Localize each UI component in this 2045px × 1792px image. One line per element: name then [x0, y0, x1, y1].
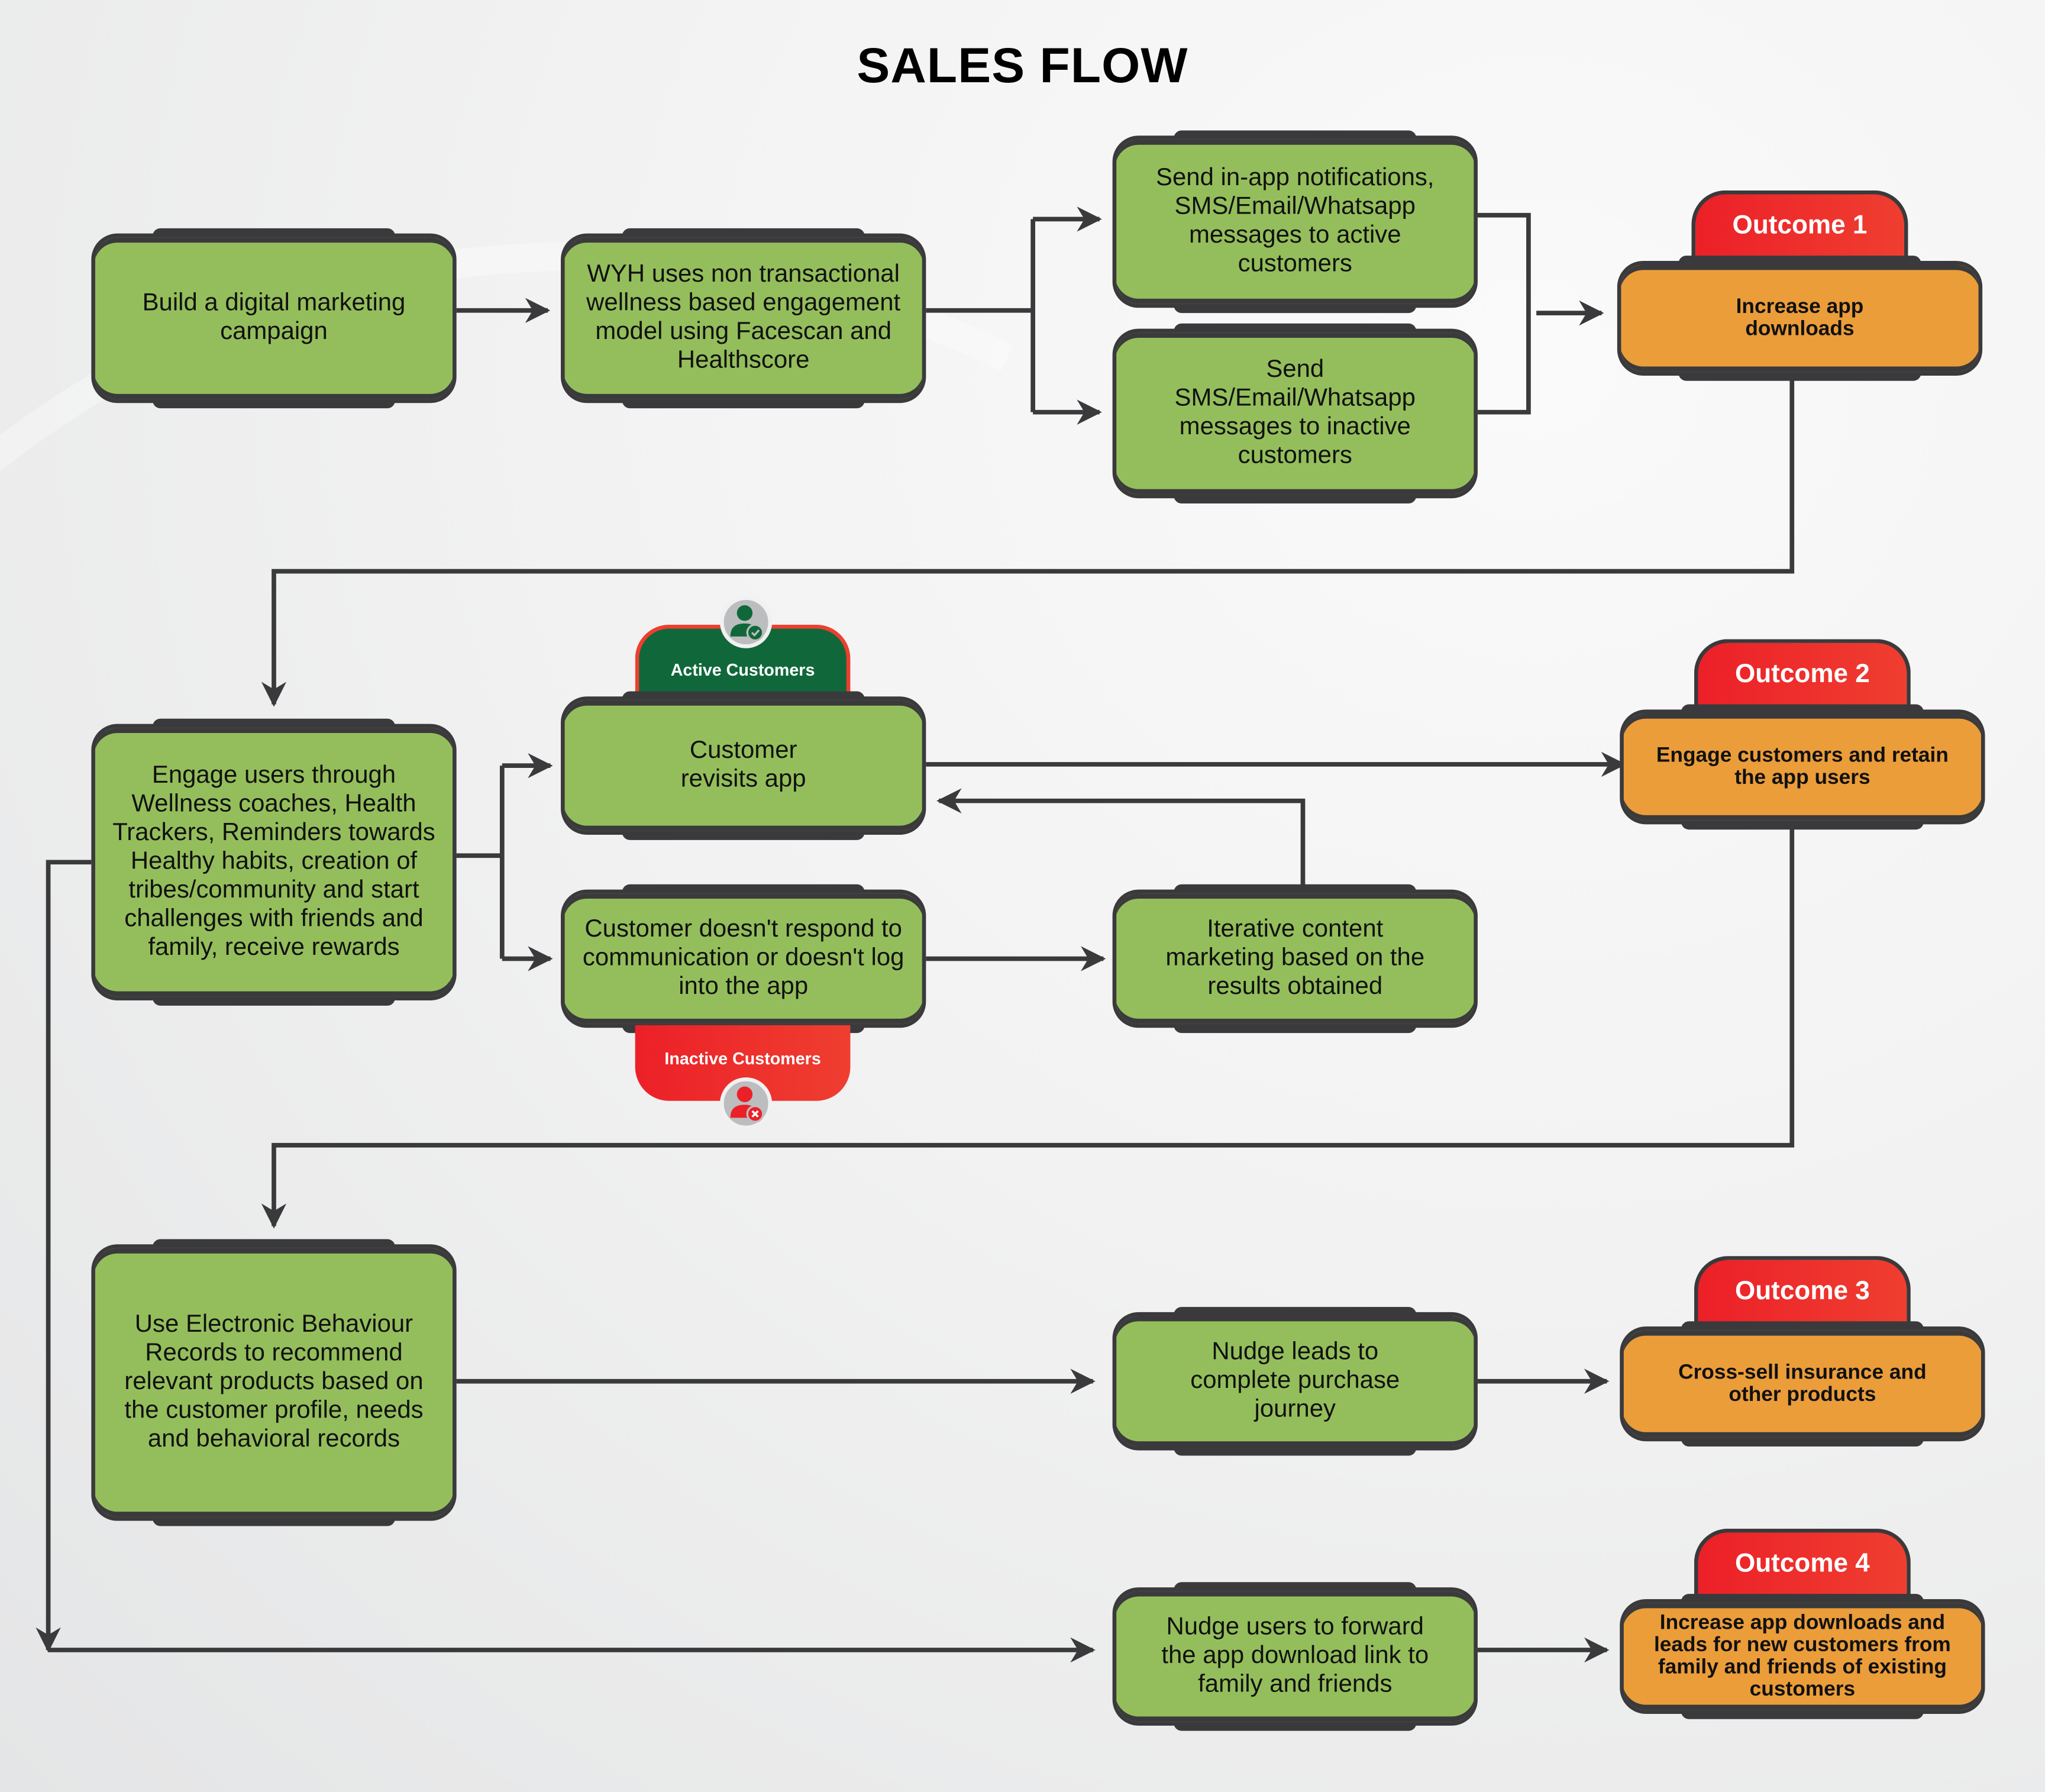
step-iterative-content: Iterative content marketing based on the… — [1112, 884, 1478, 1034]
edge-outcome2-to-ebr — [261, 825, 1795, 1229]
outcome-2-text: Engage customers and retain the app user… — [1656, 744, 1949, 789]
user-check-icon — [730, 605, 764, 642]
inactive-customers-label: Inactive Customers — [664, 1048, 821, 1068]
active-customers-label: Active Customers — [670, 660, 815, 680]
step-build-campaign: Build a digital marketing campaign — [91, 228, 457, 409]
avatar — [719, 596, 773, 648]
step-engage-users: Engage users through Wellness coaches, H… — [91, 718, 457, 1006]
step-text: Engage users through Wellness coaches, H… — [112, 761, 435, 961]
step-customer-revisits: Customer revisits app — [561, 691, 926, 840]
step-notify-active: Send in-app notifications, SMS/Email/Wha… — [1112, 130, 1478, 314]
edge-engage-to-left-rail — [35, 860, 92, 1653]
edge-iterative-to-revisits — [936, 788, 1306, 887]
step-text: Send in-app notifications, SMS/Email/Wha… — [1156, 164, 1435, 278]
outcome-4-box: Increase app downloads and leads for new… — [1620, 1594, 1985, 1719]
outcome-1-label: Outcome 1 — [1732, 211, 1868, 240]
edge-notify-merge — [1477, 212, 1531, 415]
step-text: Build a digital marketing campaign — [142, 289, 406, 346]
outcome-3-label: Outcome 3 — [1734, 1277, 1870, 1306]
outcome-2-box: Engage customers and retain the app user… — [1620, 704, 1985, 830]
step-text: WYH uses non transactional wellness base… — [586, 260, 901, 374]
active-customers-tab: Active Customers — [635, 625, 851, 700]
outcome-3-tab: Outcome 3 — [1694, 1256, 1911, 1332]
outcome-2-label: Outcome 2 — [1734, 660, 1870, 689]
step-text: Send SMS/Email/Whatsapp messages to inac… — [1174, 356, 1416, 470]
step-text: Customer doesn't respond to communicatio… — [582, 915, 904, 1001]
step-notify-inactive: Send SMS/Email/Whatsapp messages to inac… — [1112, 323, 1478, 504]
step-customer-no-response: Customer doesn't respond to communicatio… — [561, 884, 926, 1034]
outcome-4-tab: Outcome 4 — [1694, 1528, 1911, 1604]
step-use-ebr: Use Electronic Behaviour Records to reco… — [91, 1239, 457, 1526]
step-text: Nudge leads to complete purchase journey — [1190, 1338, 1400, 1423]
step-text: Nudge users to forward the app download … — [1161, 1613, 1429, 1699]
outcome-1-text: Increase app downloads — [1736, 296, 1864, 341]
outcome-4-label: Outcome 4 — [1734, 1549, 1870, 1578]
step-wyh-engagement-model: WYH uses non transactional wellness base… — [561, 228, 926, 409]
step-text: Use Electronic Behaviour Records to reco… — [124, 1310, 424, 1454]
user-x-icon — [730, 1086, 764, 1123]
outcome-3-box: Cross-sell insurance and other products — [1620, 1321, 1985, 1447]
avatar — [719, 1077, 773, 1130]
edge-engage-split — [456, 766, 505, 959]
outcome-3-text: Cross-sell insurance and other products — [1678, 1361, 1927, 1406]
step-nudge-forward: Nudge users to forward the app download … — [1112, 1582, 1478, 1731]
step-text: Customer revisits app — [680, 737, 806, 793]
edge-wyh-split — [926, 219, 1035, 412]
outcome-4-text: Increase app downloads and leads for new… — [1653, 1612, 1951, 1701]
outcome-2-tab: Outcome 2 — [1694, 639, 1911, 715]
outcome-1-box: Increase app downloads — [1617, 256, 1983, 381]
edge-outcome1-to-engage — [261, 378, 1795, 707]
page-title: SALES FLOW — [857, 39, 1188, 94]
step-nudge-purchase: Nudge leads to complete purchase journey — [1112, 1307, 1478, 1456]
step-text: Iterative content marketing based on the… — [1165, 915, 1425, 1001]
outcome-1-tab: Outcome 1 — [1691, 190, 1908, 266]
